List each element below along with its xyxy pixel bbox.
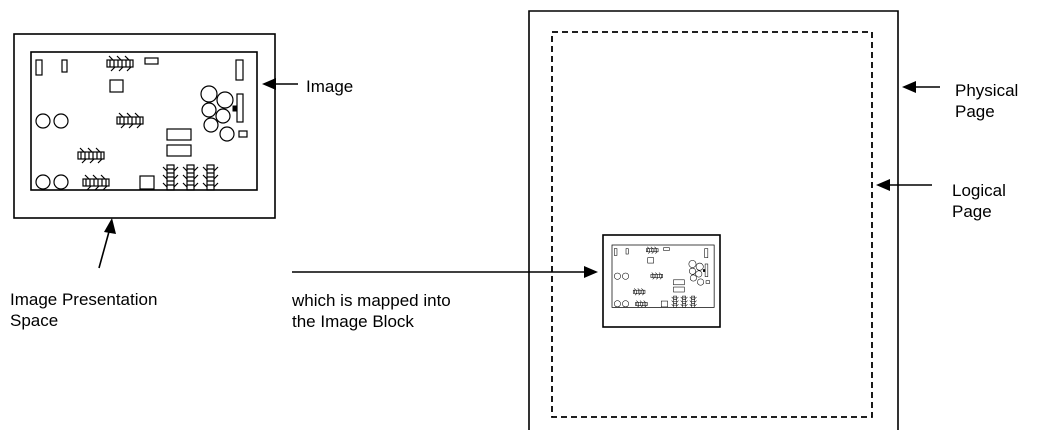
mapped-line-1: which is mapped into bbox=[292, 291, 451, 310]
physical-page-label: Physical Page bbox=[955, 80, 1018, 122]
physical-page-line-2: Page bbox=[955, 102, 995, 121]
mapped-line-2: the Image Block bbox=[292, 312, 414, 331]
image-block bbox=[602, 234, 721, 328]
logical-page-line-2: Page bbox=[952, 202, 992, 221]
physical-page-line-1: Physical bbox=[955, 81, 1019, 100]
image-label: Image bbox=[306, 77, 354, 96]
image-presentation-space-label: Image Presentation Space bbox=[10, 289, 157, 331]
image-block-image bbox=[611, 244, 715, 308]
image-presentation-space-line-2: Space bbox=[10, 311, 59, 330]
image bbox=[30, 51, 258, 191]
physical-page bbox=[528, 10, 899, 430]
image-presentation-space-line-1: Image Presentation bbox=[10, 290, 158, 309]
logical-page-line-1: Logical bbox=[952, 181, 1006, 200]
image-presentation-space bbox=[13, 33, 276, 219]
mapped-label: which is mapped into the Image Block bbox=[292, 290, 451, 332]
logical-page-label: Logical Page bbox=[952, 180, 1006, 222]
logical-page bbox=[551, 31, 873, 418]
presentation-space-arrow bbox=[98, 227, 111, 269]
